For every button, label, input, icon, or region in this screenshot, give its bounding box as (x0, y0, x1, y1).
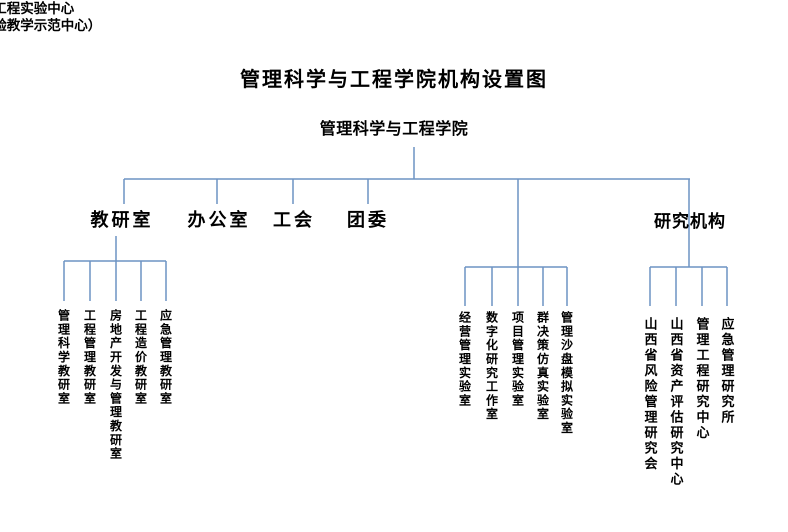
leaf-business-management-lab: 经营管理实验室 (457, 311, 472, 408)
connector-path (63, 147, 728, 306)
node-general-office: 办公室 (187, 210, 251, 230)
leaf-risk-management-society: 山西省风险管理研究会 (642, 317, 658, 472)
node-youth-league: 团委 (347, 210, 389, 230)
leaf-emergency-management-office: 应急管理教研室 (158, 309, 173, 406)
node-teaching-research-office: 教研室 (90, 210, 154, 230)
leaf-management-engineering-center: 管理工程研究中心 (694, 317, 710, 441)
chart-title: 管理科学与工程学院机构设置图 (240, 69, 548, 91)
leaf-emergency-management-institute: 应急管理研究所 (719, 317, 735, 426)
node-labor-union: 工会 (273, 210, 315, 230)
leaf-asset-appraisal-center: 山西省资产评估研究中心 (668, 317, 684, 488)
leaf-engineering-cost-office: 工程造价教研室 (133, 309, 148, 406)
lab-center-sublabel: （山西省高校实验教学示范中心） (0, 18, 102, 33)
leaf-engineering-management-office: 工程管理教研室 (82, 309, 97, 406)
root-node: 管理科学与工程学院 (319, 121, 469, 138)
node-lab-center: 管理科学与工程实验中心 （山西省高校实验教学示范中心） (0, 0, 394, 34)
leaf-group-decision-simulation-lab: 群决策仿真实验室 (535, 311, 550, 422)
leaf-management-sandbox-lab: 管理沙盘模拟实验室 (559, 311, 574, 436)
leaf-digitalization-research-studio: 数字化研究工作室 (484, 311, 499, 422)
leaf-project-management-lab: 项目管理实验室 (510, 311, 525, 408)
lab-center-label: 管理科学与工程实验中心 (0, 1, 75, 16)
node-research-institutions: 研究机构 (654, 212, 726, 231)
leaf-real-estate-office: 房地产开发与管理教研室 (108, 309, 123, 461)
leaf-management-science-office: 管理科学教研室 (56, 309, 71, 406)
